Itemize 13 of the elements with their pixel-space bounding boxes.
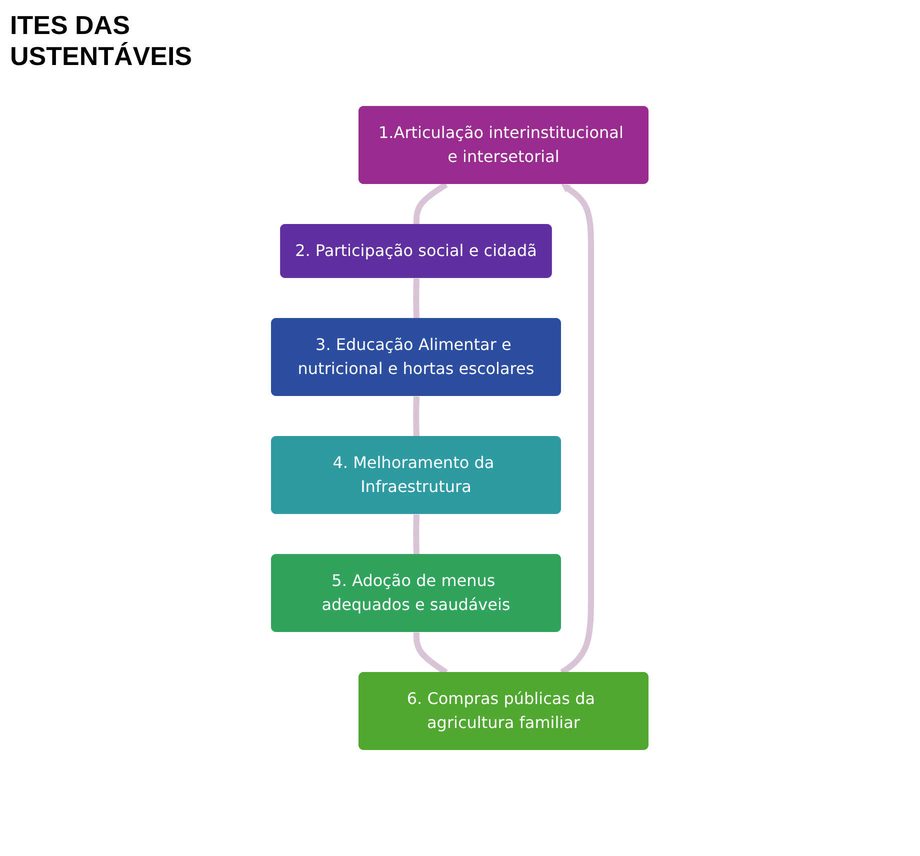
connector (414, 182, 448, 225)
node-box: 3. Educação Alimentar e nutricional e hortas escolares (271, 318, 562, 396)
node-box: 6. Compras públicas da agricultura familiar (358, 672, 649, 750)
node-box: 4. Melhoramento da Infraestrutura (271, 436, 562, 514)
connector (414, 632, 448, 675)
title: ITES DAS USTENTÁVEIS (10, 10, 194, 72)
arrow (560, 184, 594, 675)
node-box: 2. Participação social e cidadã (280, 224, 552, 278)
connector (413, 514, 420, 555)
node-box: 1.Articulação interinstitucional e intersetorial (358, 106, 649, 184)
node-box: 5. Adoção de menus adequados e saudáveis (271, 554, 562, 632)
connector (413, 396, 420, 437)
connector (413, 278, 420, 319)
